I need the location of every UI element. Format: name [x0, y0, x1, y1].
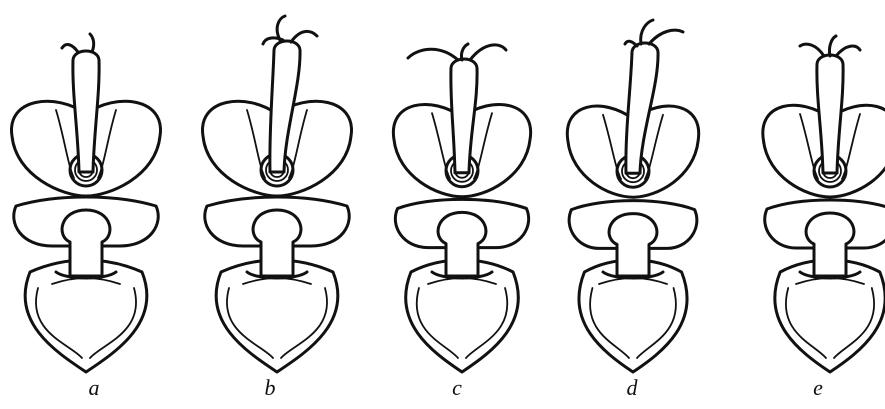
panel-label-e: e	[798, 376, 838, 400]
neck-c	[438, 212, 486, 276]
panel-label-a: a	[74, 376, 114, 400]
hook-e-3	[836, 46, 860, 56]
neck-b	[253, 210, 301, 276]
specimen-b	[203, 16, 352, 372]
stalk-a	[73, 51, 99, 172]
specimen-e	[763, 36, 885, 372]
neck-d	[609, 214, 657, 276]
hook-d-2	[649, 30, 683, 44]
neck-e	[806, 213, 854, 276]
hook-a-2	[90, 34, 94, 52]
hook-e-1	[800, 44, 824, 56]
specimen-d	[567, 20, 698, 372]
hook-e-2	[829, 36, 836, 56]
hook-b-2	[291, 31, 317, 42]
neck-a	[62, 210, 110, 276]
panel-label-b: b	[250, 376, 290, 400]
hook-c-1	[408, 49, 458, 60]
hook-c-2	[470, 45, 506, 60]
panel-label-c: c	[437, 376, 477, 400]
specimen-c	[393, 44, 530, 372]
stalk-e	[817, 55, 843, 173]
panel-label-d: d	[612, 376, 652, 400]
hook-d-3	[625, 41, 637, 46]
specimen-a	[12, 34, 161, 372]
hook-a-1	[62, 45, 78, 52]
